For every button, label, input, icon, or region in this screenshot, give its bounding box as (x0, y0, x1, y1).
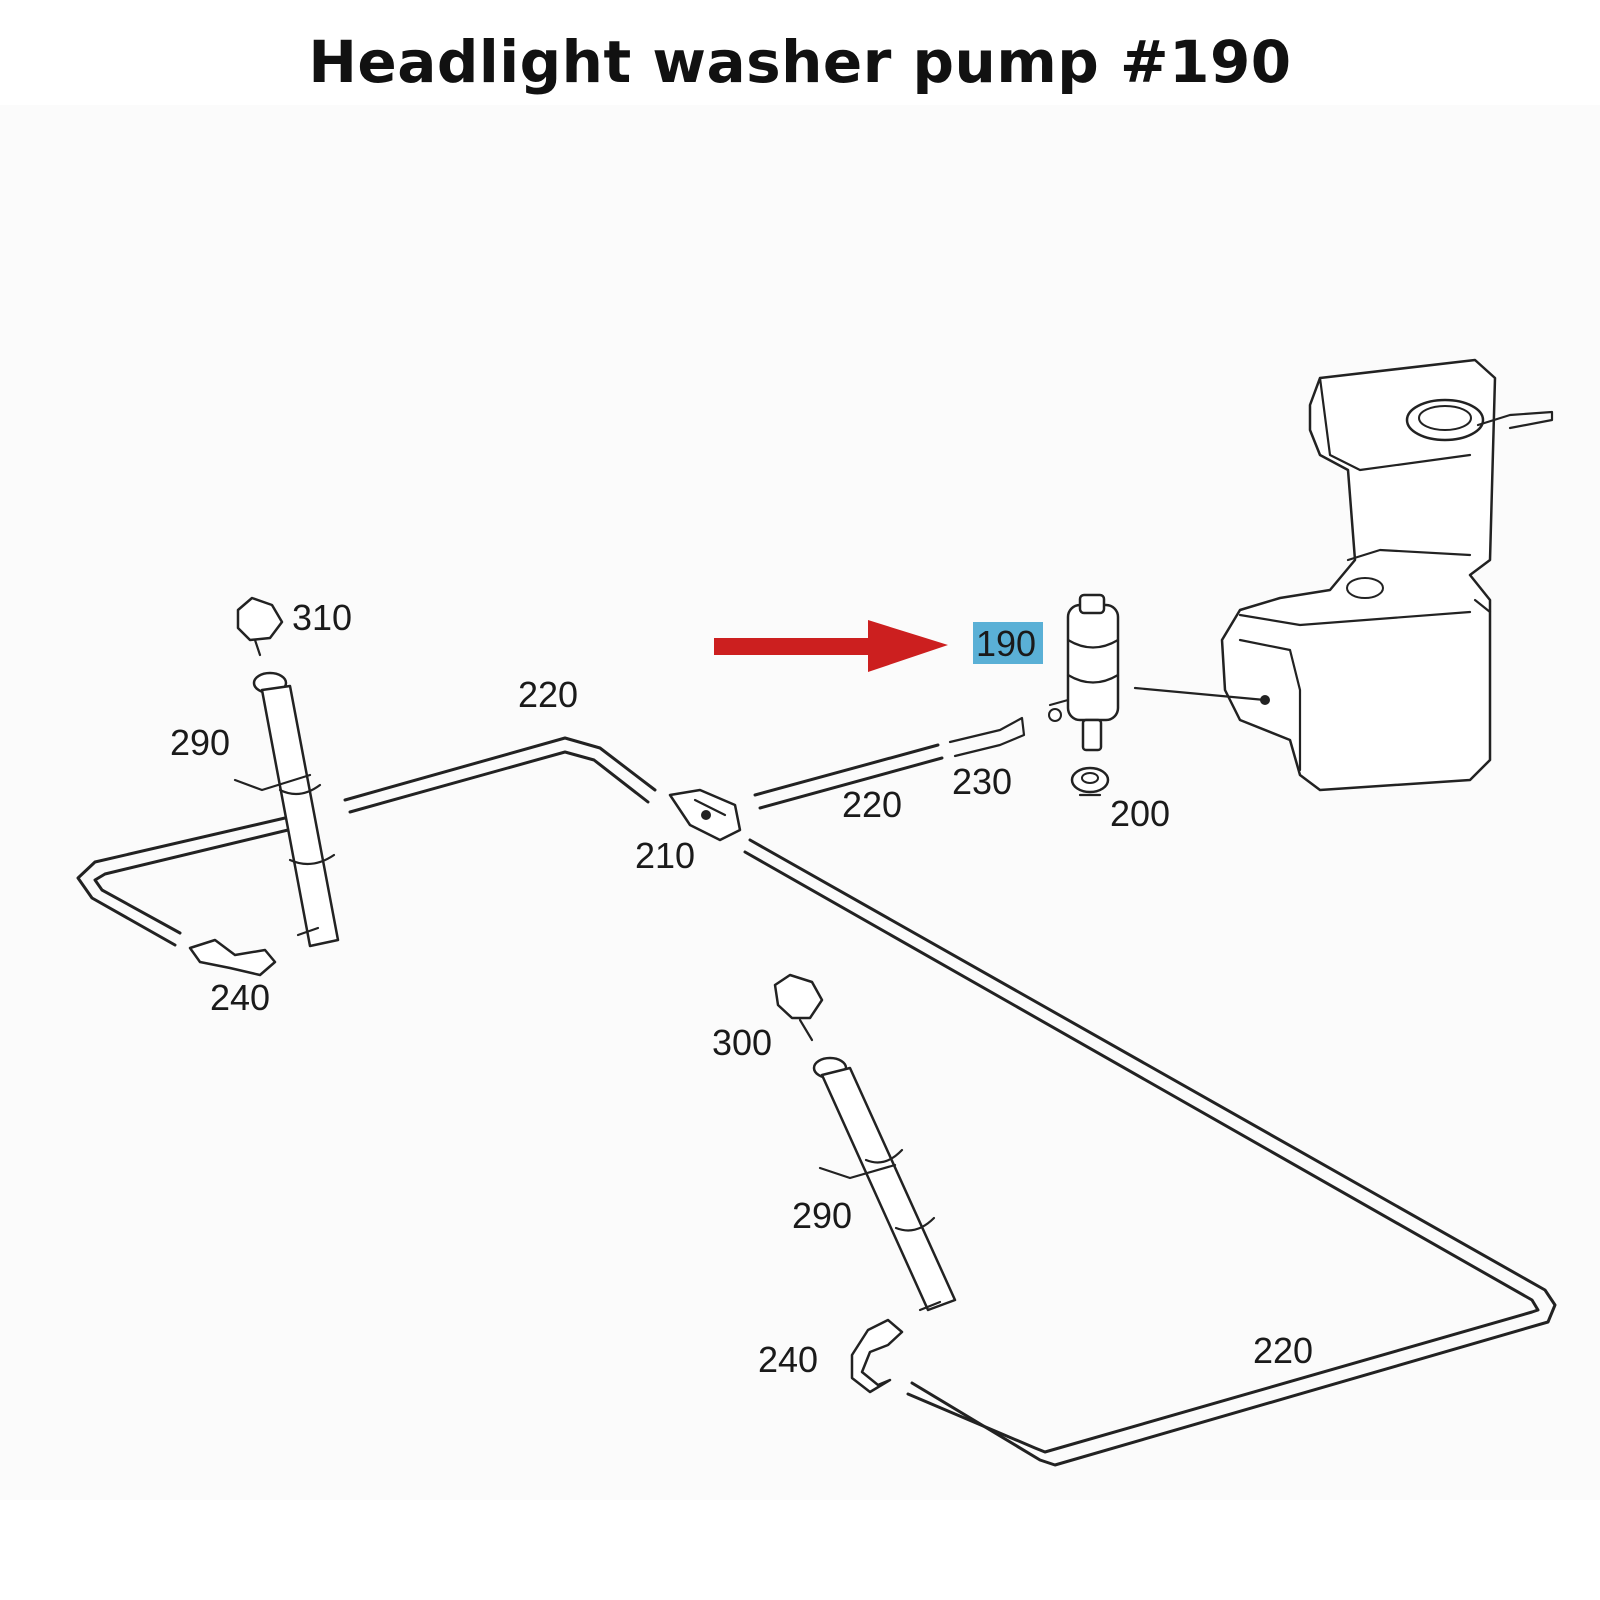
label-190: 190 (976, 623, 1036, 664)
bottom-nozzle-assembly (773, 973, 957, 1394)
tank-port (1260, 695, 1270, 705)
hose-220-middle (753, 743, 944, 810)
diagram-title: Headlight washer pump #190 (308, 28, 1292, 96)
label-240-bottom: 240 (758, 1339, 818, 1380)
washer-fluid-reservoir (1220, 358, 1554, 792)
label-310: 310 (292, 597, 352, 638)
hose-220-upper (76, 736, 657, 947)
part-190-highlight (973, 622, 1043, 664)
label-220-mid: 220 (842, 784, 902, 825)
hose-230 (948, 716, 1026, 758)
t-piece-210 (668, 788, 742, 842)
hose-220-lower (743, 838, 1557, 1467)
label-230: 230 (952, 761, 1012, 802)
hose-230-clip (1048, 708, 1062, 722)
label-290-bottom: 290 (792, 1195, 852, 1236)
label-220-top: 220 (518, 674, 578, 715)
grommet-200 (1070, 766, 1110, 797)
label-300: 300 (712, 1022, 772, 1063)
label-200: 200 (1110, 793, 1170, 834)
left-nozzle-assembly (188, 596, 340, 977)
pump-to-tank-connector (1133, 686, 1267, 702)
pointer-arrow (714, 620, 948, 672)
label-240-left: 240 (210, 977, 270, 1018)
label-210: 210 (635, 835, 695, 876)
washer-pump-190 (1048, 593, 1120, 752)
label-220-bottom: 220 (1253, 1330, 1313, 1371)
label-290-left: 290 (170, 722, 230, 763)
diagram-background (0, 105, 1600, 1500)
